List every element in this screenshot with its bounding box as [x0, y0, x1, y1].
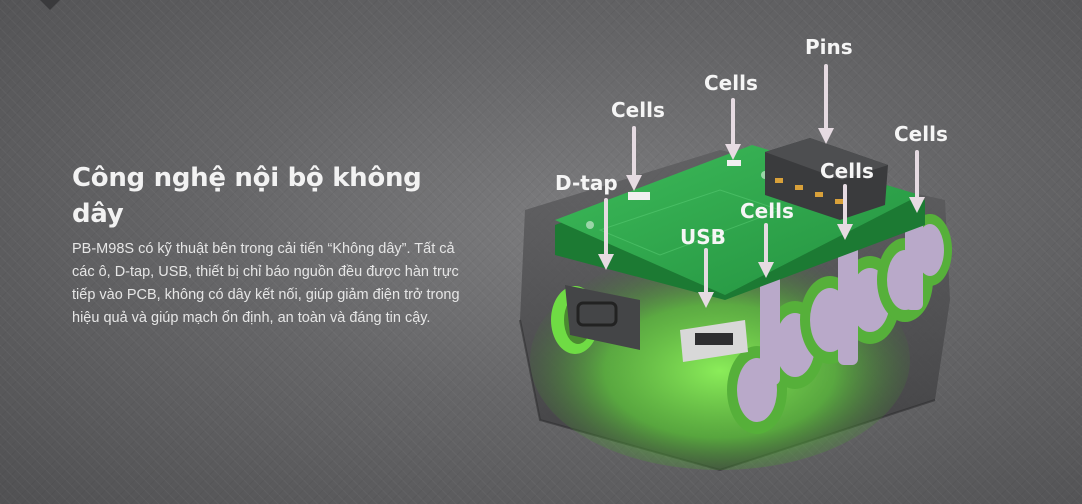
label-cells-mid: Cells — [820, 159, 874, 183]
label-pins: Pins — [805, 35, 853, 59]
label-usb: USB — [680, 225, 726, 249]
feature-heading: Công nghệ nội bộ không dây — [72, 163, 422, 229]
feature-description: PB-M98S có kỹ thuật bên trong cải tiến “… — [72, 241, 460, 326]
label-dtap: D-tap — [555, 171, 618, 195]
feature-text-block: Công nghệ nội bộ không dây PB-M98S có kỹ… — [72, 160, 472, 330]
callout-labels: Pins Cells Cells Cells Cells Cells D-tap… — [555, 35, 948, 249]
power-indicator — [628, 160, 741, 200]
callout-arrows — [598, 64, 925, 308]
dtap-socket — [565, 285, 640, 350]
label-cells-center: Cells — [740, 199, 794, 223]
label-cells-top: Cells — [704, 71, 758, 95]
pins-connector — [765, 138, 888, 220]
label-cells-left: Cells — [611, 98, 665, 122]
usb-port — [680, 320, 748, 362]
corner-diamond-icon — [40, 0, 60, 10]
battery-pack-illustration: Pins Cells Cells Cells Cells Cells D-tap… — [519, 35, 952, 472]
nickel-strips — [760, 215, 923, 385]
label-cells-right: Cells — [894, 122, 948, 146]
